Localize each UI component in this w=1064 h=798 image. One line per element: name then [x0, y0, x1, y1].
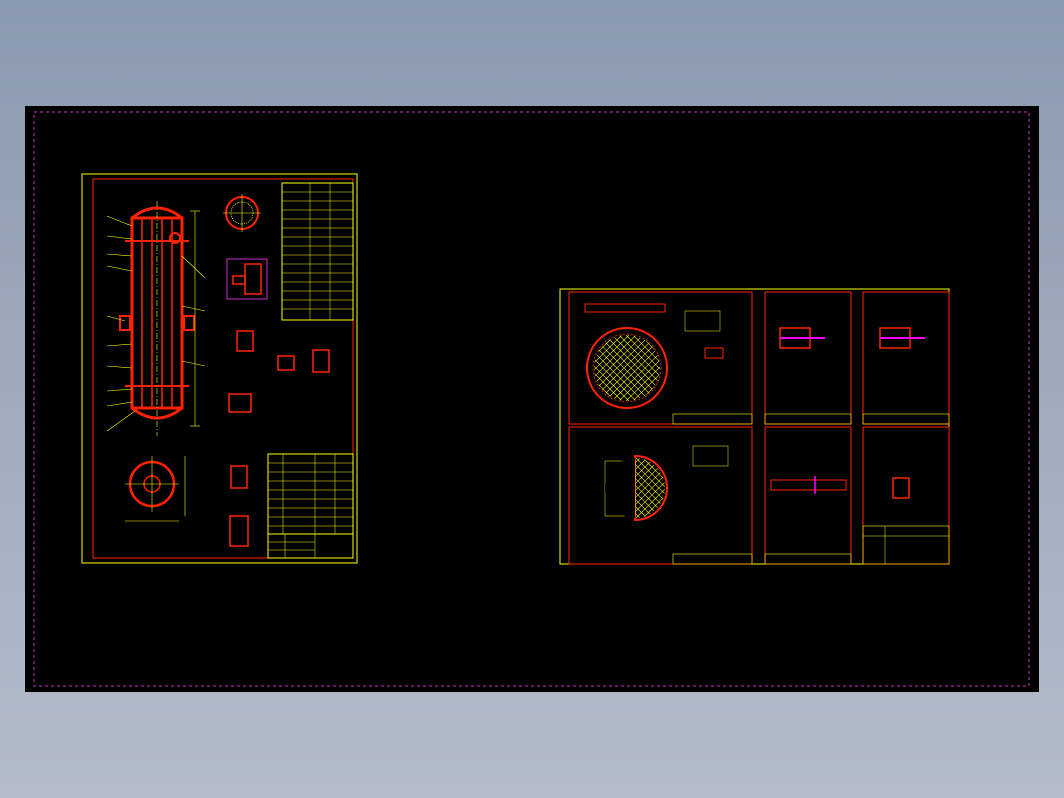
half-tube-sheet-icon	[634, 454, 668, 522]
plot-boundary	[33, 111, 1030, 687]
section-detail-icon	[226, 258, 330, 547]
vessel-elevation-icon	[119, 201, 200, 436]
tube-pattern-hatch-1	[594, 335, 660, 401]
tube-pattern-hatch-2	[605, 458, 665, 518]
sheet-outer-frame	[81, 173, 358, 564]
detail-sheet-3[interactable]	[862, 291, 950, 425]
technical-data-table	[281, 182, 354, 321]
detail-sheet-6[interactable]	[862, 426, 950, 565]
sheet-inner-frame	[92, 178, 354, 559]
elevation-leader-lines	[106, 215, 206, 432]
tube-sheet-layout-icon	[586, 327, 668, 409]
bottom-plan-view-icon	[125, 456, 186, 522]
detail-drawings-group[interactable]	[559, 288, 950, 565]
parts-list-table	[267, 453, 354, 535]
detail-sheet-1[interactable]	[568, 291, 753, 425]
detail-sheet-2[interactable]	[764, 291, 852, 425]
detail-sheet-5[interactable]	[764, 426, 852, 565]
detail-sheet-4[interactable]	[568, 426, 753, 565]
title-block	[267, 533, 354, 559]
cad-model-viewport[interactable]	[25, 106, 1039, 692]
assembly-drawing-sheet[interactable]	[81, 173, 358, 564]
tube-sheet-plan-icon	[223, 194, 261, 232]
cad-drawing-canvas[interactable]	[25, 106, 1039, 692]
